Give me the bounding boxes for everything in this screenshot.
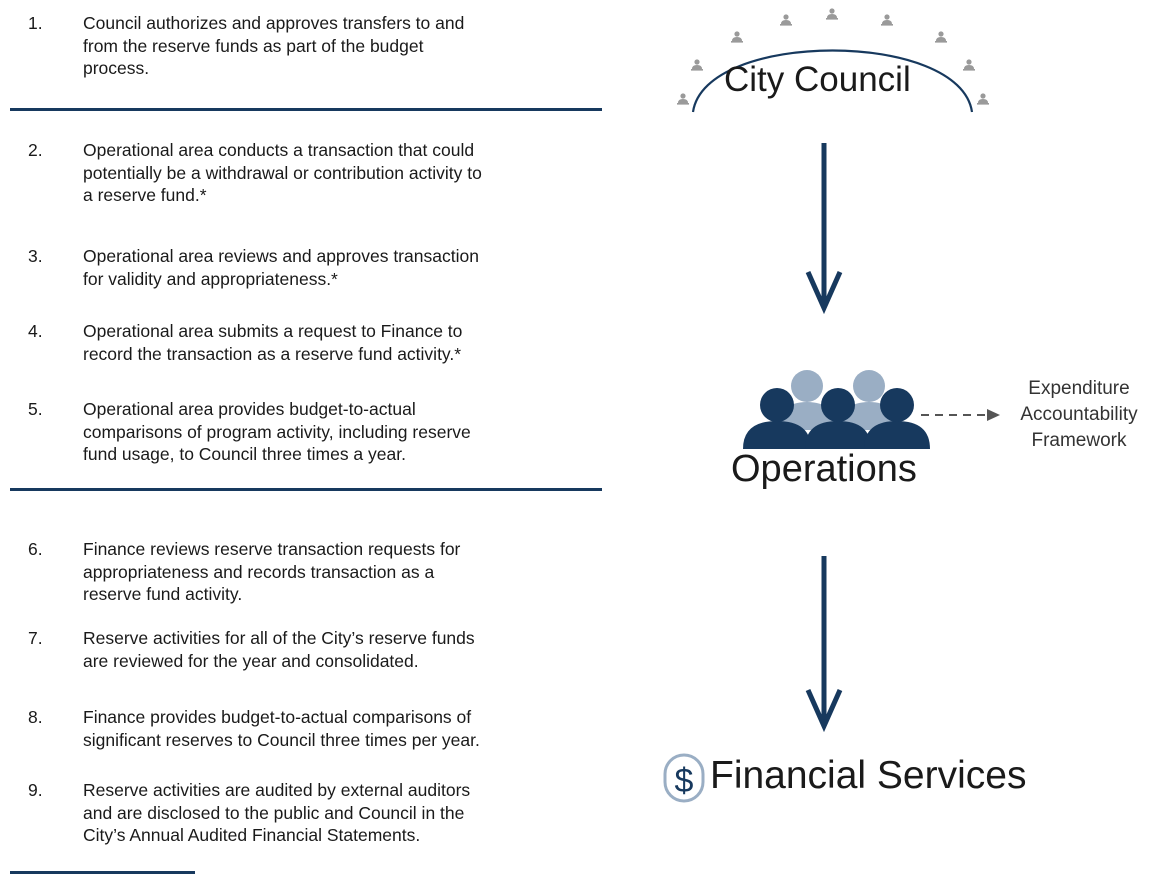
- step-text: Operational area submits a request to Fi…: [83, 321, 463, 364]
- step-number: 9.: [28, 780, 43, 800]
- step-number: 5.: [28, 399, 43, 419]
- council-member-icon: [963, 59, 975, 71]
- council-member-icon: [677, 93, 689, 105]
- step-number: 2.: [28, 140, 43, 160]
- step-number: 8.: [28, 707, 43, 727]
- step-text: Operational area conducts a transaction …: [83, 140, 482, 205]
- council-member-icon: [826, 8, 838, 20]
- council-member-icon: [977, 93, 989, 105]
- council-member-icon: [731, 31, 743, 43]
- city-council-label: City Council: [724, 60, 911, 99]
- section-divider: [10, 108, 602, 111]
- arrow-operations-to-financial: [805, 556, 843, 733]
- step-number: 3.: [28, 246, 43, 266]
- step-text: Operational area reviews and approves tr…: [83, 246, 479, 289]
- step-text: Reserve activities are audited by extern…: [83, 780, 471, 845]
- step-text: Operational area provides budget-to-actu…: [83, 399, 471, 464]
- step-text: Council authorizes and approves transfer…: [83, 13, 465, 78]
- council-arc: [691, 49, 974, 113]
- arrow-council-to-operations: [805, 143, 843, 315]
- section-divider: [10, 488, 602, 491]
- step-number: 4.: [28, 321, 43, 341]
- step-number: 6.: [28, 539, 43, 559]
- dollar-icon: $: [663, 753, 705, 803]
- operations-group-icon: [743, 370, 930, 449]
- council-member-icon: [780, 14, 792, 26]
- step-number: 1.: [28, 13, 43, 33]
- council-member-icon: [935, 31, 947, 43]
- section-divider-partial: [10, 871, 195, 874]
- framework-line-3: Framework: [1031, 430, 1127, 451]
- council-member-icon: [881, 14, 893, 26]
- council-member-icon: [691, 59, 703, 71]
- operations-label: Operations: [731, 448, 917, 490]
- step-number: 7.: [28, 628, 43, 648]
- expenditure-framework-label: Expenditure Accountability Framework: [1004, 376, 1151, 454]
- step-text: Finance provides budget-to-actual compar…: [83, 707, 480, 750]
- framework-line-1: Expenditure: [1028, 378, 1130, 399]
- financial-services-label: Financial Services: [710, 754, 1027, 797]
- step-text: Reserve activities for all of the City’s…: [83, 628, 475, 671]
- step-text: Finance reviews reserve transaction requ…: [83, 539, 461, 604]
- dollar-symbol: $: [675, 762, 694, 800]
- framework-line-2: Accountability: [1020, 404, 1138, 425]
- dashed-connector-to-framework: [921, 409, 1000, 421]
